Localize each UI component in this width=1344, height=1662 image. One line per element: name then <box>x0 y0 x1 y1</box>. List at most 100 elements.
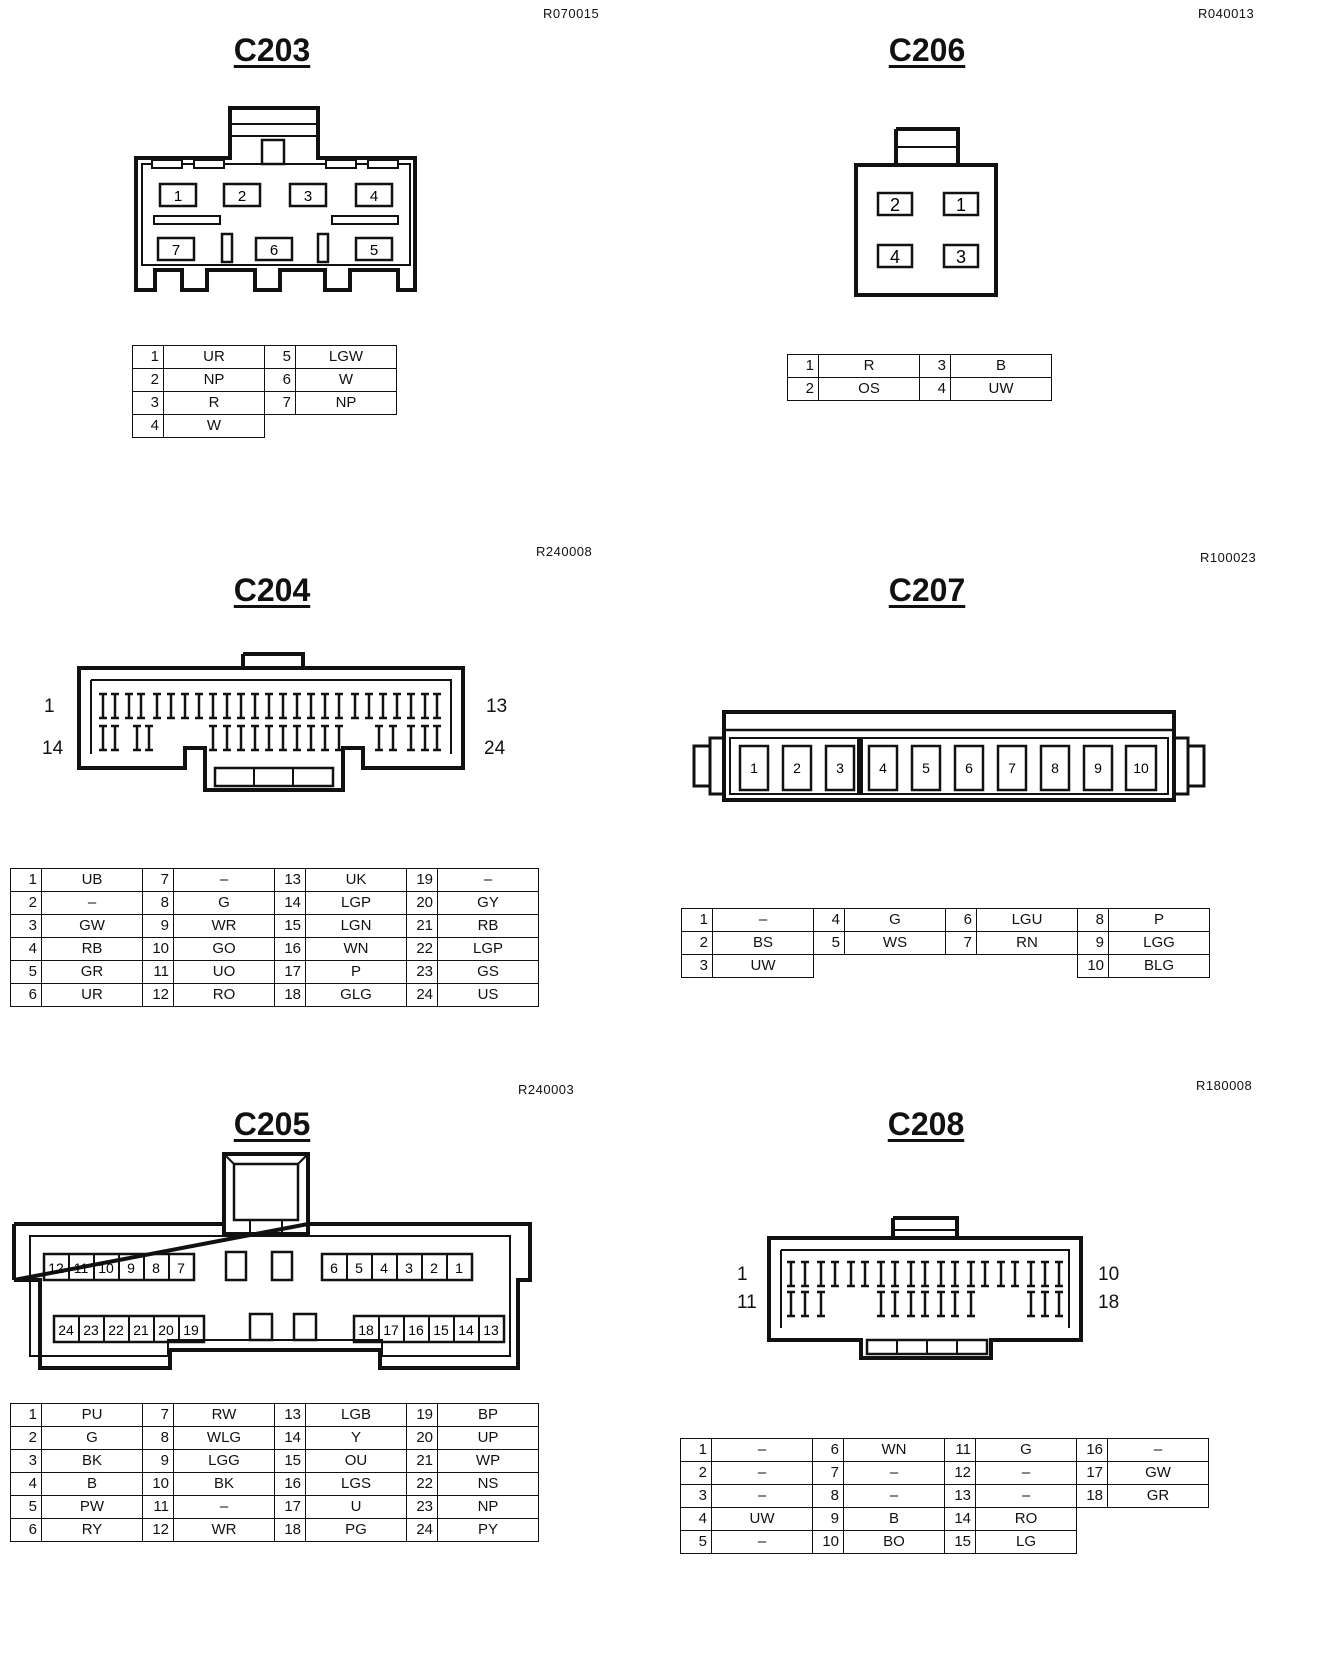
c207-cavity-2: 2 <box>781 744 813 792</box>
c203-ref-code: R070015 <box>543 6 600 21</box>
c207-cavity-8: 8 <box>1039 744 1071 792</box>
c207-cavity-7: 7 <box>996 744 1028 792</box>
c205-cavity-23: 23 <box>83 1322 99 1338</box>
c207-cavities: 1 2 3 4 5 6 7 8 9 10 <box>738 744 1158 792</box>
c204-label-top-right: 13 <box>486 696 508 717</box>
c207-ref-code: R100023 <box>1200 550 1257 565</box>
c205-cavity-21: 21 <box>133 1322 149 1338</box>
c205-cavity-9: 9 <box>127 1260 135 1276</box>
svg-text:8: 8 <box>1051 760 1059 776</box>
c207-cavity-5: 5 <box>910 744 942 792</box>
svg-text:6: 6 <box>270 242 278 259</box>
c205-ref-code: R240003 <box>518 1082 575 1097</box>
svg-text:3: 3 <box>956 247 966 267</box>
svg-text:5: 5 <box>922 760 930 776</box>
c205-cavity-2: 2 <box>430 1260 438 1276</box>
c206-connector-face: 2 1 4 3 <box>854 127 998 297</box>
c206-ref-code: R040013 <box>1198 6 1255 21</box>
c205-cavity-19: 19 <box>183 1322 199 1338</box>
c208-title: C208 <box>887 1106 965 1142</box>
c208-ref-code: R180008 <box>1196 1078 1253 1093</box>
c205-cavity-20: 20 <box>158 1322 174 1338</box>
c203-cavity-2: 2 <box>222 182 262 208</box>
c207-cavity-1: 1 <box>738 744 770 792</box>
c207-title: C207 <box>888 572 966 608</box>
c205-cavity-8: 8 <box>152 1260 160 1276</box>
c205-cavity-1: 1 <box>455 1260 463 1276</box>
c208-label-bottom-left: 11 <box>737 1292 757 1313</box>
c204-ref-code: R240008 <box>536 544 593 559</box>
svg-text:7: 7 <box>172 242 180 259</box>
svg-text:10: 10 <box>1133 760 1149 776</box>
svg-text:3: 3 <box>836 760 844 776</box>
c204-title: C204 <box>233 572 311 608</box>
svg-text:1: 1 <box>174 188 182 205</box>
c206-cavity-1: 1 <box>942 191 980 217</box>
svg-text:3: 3 <box>304 188 312 205</box>
svg-text:9: 9 <box>1094 760 1102 776</box>
c207-connector-face <box>692 710 1206 802</box>
c205-cavity-13: 13 <box>483 1322 499 1338</box>
c204-label-bottom-right: 24 <box>484 738 506 759</box>
c205-cavity-14: 14 <box>458 1322 474 1338</box>
c206-title: C206 <box>888 32 966 68</box>
c207-cavity-4: 4 <box>867 744 899 792</box>
svg-text:4: 4 <box>879 760 887 776</box>
c208-label-top-right: 10 <box>1098 1264 1120 1285</box>
c207-cavity-3: 3 <box>824 744 856 792</box>
svg-text:1: 1 <box>956 195 966 215</box>
svg-text:6: 6 <box>965 760 973 776</box>
c205-title: C205 <box>233 1106 311 1142</box>
c203-cavity-3: 3 <box>288 182 328 208</box>
c205-cavity-16: 16 <box>408 1322 424 1338</box>
svg-text:1: 1 <box>750 760 758 776</box>
c203-cavity-7: 7 <box>156 236 196 262</box>
c203-connector-face: 1 2 3 4 7 6 5 <box>134 106 417 292</box>
c204-connector-face <box>77 652 465 792</box>
c208-connector-face <box>767 1216 1083 1360</box>
c206-cavity-4: 4 <box>876 243 914 269</box>
c203-cavity-4: 4 <box>354 182 394 208</box>
c207-cavity-10: 10 <box>1124 744 1158 792</box>
c205-cavity-24: 24 <box>58 1322 74 1338</box>
c205-connector-face: 12 11 10 9 8 7 6 5 4 3 2 1 24 23 22 21 2… <box>12 1152 532 1370</box>
c205-cavity-18: 18 <box>358 1322 374 1338</box>
c205-cavity-5: 5 <box>355 1260 363 1276</box>
c205-cavity-6: 6 <box>330 1260 338 1276</box>
c205-cavity-3: 3 <box>405 1260 413 1276</box>
c206-cavity-2: 2 <box>876 191 914 217</box>
svg-text:7: 7 <box>1008 760 1016 776</box>
c208-label-bottom-right: 18 <box>1098 1292 1120 1313</box>
c205-cavity-22: 22 <box>108 1322 124 1338</box>
svg-text:4: 4 <box>890 247 900 267</box>
c203-cavity-6: 6 <box>254 236 294 262</box>
svg-text:2: 2 <box>890 195 900 215</box>
c205-cavity-7: 7 <box>177 1260 185 1276</box>
svg-text:2: 2 <box>238 188 246 205</box>
svg-text:5: 5 <box>370 242 378 259</box>
